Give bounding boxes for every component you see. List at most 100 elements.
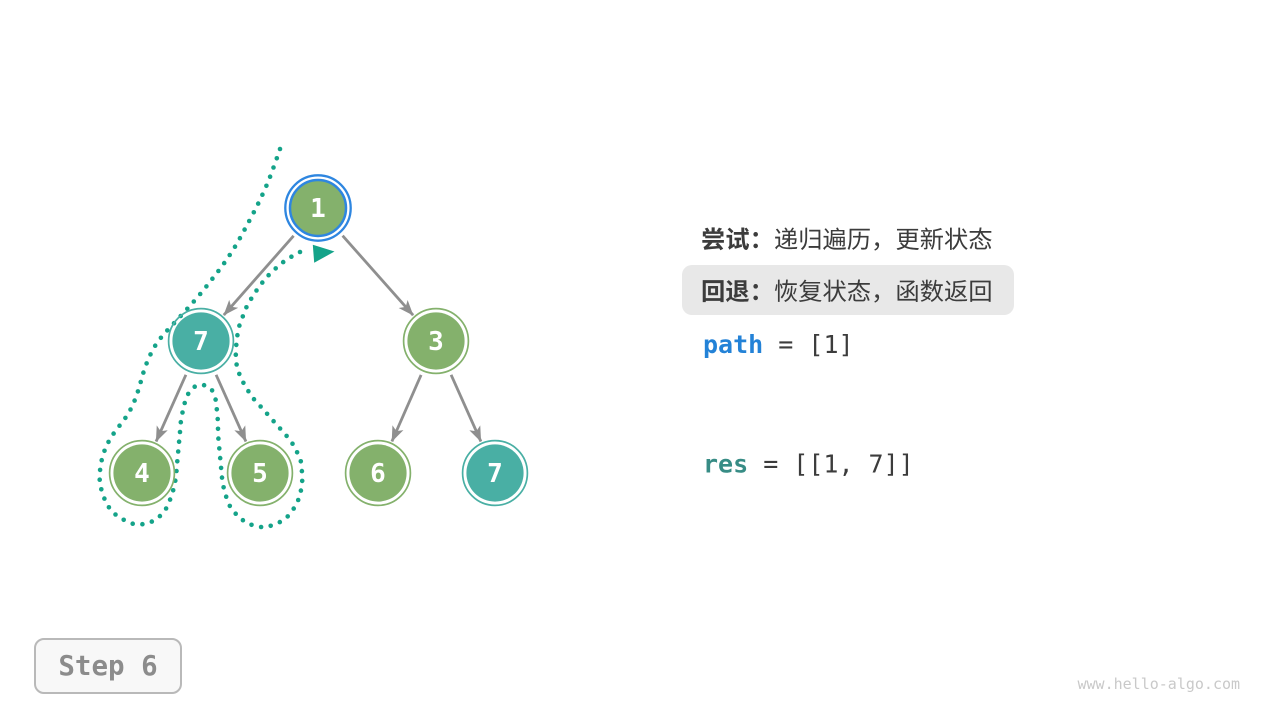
trail-dot [213, 397, 218, 402]
trail-dot [249, 522, 254, 528]
tree-edge-root-left [222, 234, 295, 317]
node-value: 7 [487, 459, 503, 489]
cjk-glyph-bold [753, 232, 758, 249]
trail-dot [244, 305, 249, 310]
trail-dot [251, 210, 257, 215]
trail-dot [274, 156, 280, 161]
trail-dot [233, 352, 239, 358]
trail-dot [223, 494, 229, 500]
node-disc [288, 178, 348, 238]
tree-edges [154, 234, 483, 443]
trail-dot [277, 146, 283, 152]
trail-dot [217, 446, 222, 451]
trail-dot [152, 343, 158, 349]
trail-dot [234, 342, 239, 348]
node-value: 7 [193, 327, 209, 357]
cjk-glyph-regular [800, 227, 821, 251]
cjk-glyph-regular [823, 227, 847, 250]
node-value: 6 [370, 459, 386, 489]
trail-dot [248, 296, 254, 302]
trail-dot [266, 272, 271, 278]
trail-dot [237, 235, 243, 241]
trail-dot [106, 505, 112, 510]
trail-dot [235, 332, 240, 338]
trail-dot [258, 524, 264, 530]
tree-edge-right-right-left [390, 374, 423, 442]
trail-dot [144, 361, 149, 366]
trail-dot [254, 288, 259, 293]
trail-dot [175, 449, 181, 454]
cjk-glyph-regular [874, 294, 880, 303]
trail-dot [214, 407, 220, 412]
path-variable-line: path = [1] [703, 330, 854, 359]
trail-dot [233, 511, 238, 516]
node-outer-ring [226, 439, 294, 507]
tree-node-left-left: 4 [108, 439, 176, 507]
trail-dot [242, 227, 247, 232]
node-outer-ring [344, 439, 412, 507]
trail-dot [246, 218, 252, 224]
cjk-glyph-regular [847, 279, 871, 302]
cjk-glyph-regular [944, 279, 968, 302]
cjk-glyph-regular [969, 227, 992, 250]
tree-node-root: 1 [284, 174, 352, 242]
trail-dot [121, 517, 126, 523]
trail-dot [157, 513, 163, 519]
step-badge: Step 6 [34, 638, 182, 694]
path-variable-value: = [1] [778, 330, 853, 359]
trail-dot [215, 416, 220, 422]
node-value: 3 [428, 327, 444, 357]
res-variable-value: = [[1, 7]] [763, 450, 914, 479]
trail-dot [185, 306, 190, 312]
legend-back-line [702, 279, 991, 303]
trail-dot [177, 429, 183, 435]
trail-dot [267, 174, 273, 179]
legend: path = [1] res = [[1, 7]] [682, 227, 1014, 479]
trail-dot [197, 291, 203, 297]
cjk-glyph-bold [702, 280, 724, 303]
trail-dot [138, 379, 143, 385]
trail-dot [246, 388, 251, 394]
tree-node-right: 3 [402, 307, 470, 375]
cjk-glyph-regular [920, 279, 944, 303]
trail-dot [149, 519, 155, 524]
tree-edge-root-right [341, 234, 415, 317]
trail-dot [123, 415, 128, 421]
cjk-glyph-regular [874, 242, 880, 251]
trail-dot [237, 323, 242, 328]
trail-dot [185, 391, 191, 397]
node-outer-ring [402, 307, 470, 375]
res-variable-name: res [703, 450, 748, 479]
cjk-glyph-bold [725, 280, 749, 303]
trail-dot [111, 431, 116, 436]
trail-dot [167, 497, 173, 502]
trail-dot [221, 485, 226, 490]
cjk-glyph-bold [753, 284, 758, 301]
step-badge-box [34, 638, 182, 694]
trail-dot [102, 448, 107, 454]
node-value: 5 [252, 459, 268, 489]
trail-dot [290, 441, 295, 447]
trail-arrowhead [312, 244, 335, 263]
trail-dot [141, 370, 146, 375]
trail-dot [277, 519, 283, 525]
tree-node-left-right: 5 [226, 439, 294, 507]
trail-dot [113, 512, 118, 517]
trail-dot [204, 284, 209, 289]
trail-dot [227, 252, 232, 258]
trail-dot [158, 335, 164, 341]
trail-dot [251, 396, 257, 402]
res-variable-line: res = [[1, 7]] [703, 450, 914, 479]
node-disc [172, 312, 230, 370]
cjk-glyph-regular [944, 227, 968, 250]
trail-dot [175, 459, 180, 464]
trail-dot [216, 268, 221, 274]
trail-dot [268, 523, 274, 529]
cjk-glyph-regular [847, 228, 870, 250]
trail-dot [295, 497, 301, 503]
trail-dot [240, 517, 246, 523]
trail-dot [219, 475, 225, 480]
trail-dot [271, 165, 276, 170]
trail-dot [135, 389, 141, 394]
path-variable-name: path [703, 330, 763, 359]
